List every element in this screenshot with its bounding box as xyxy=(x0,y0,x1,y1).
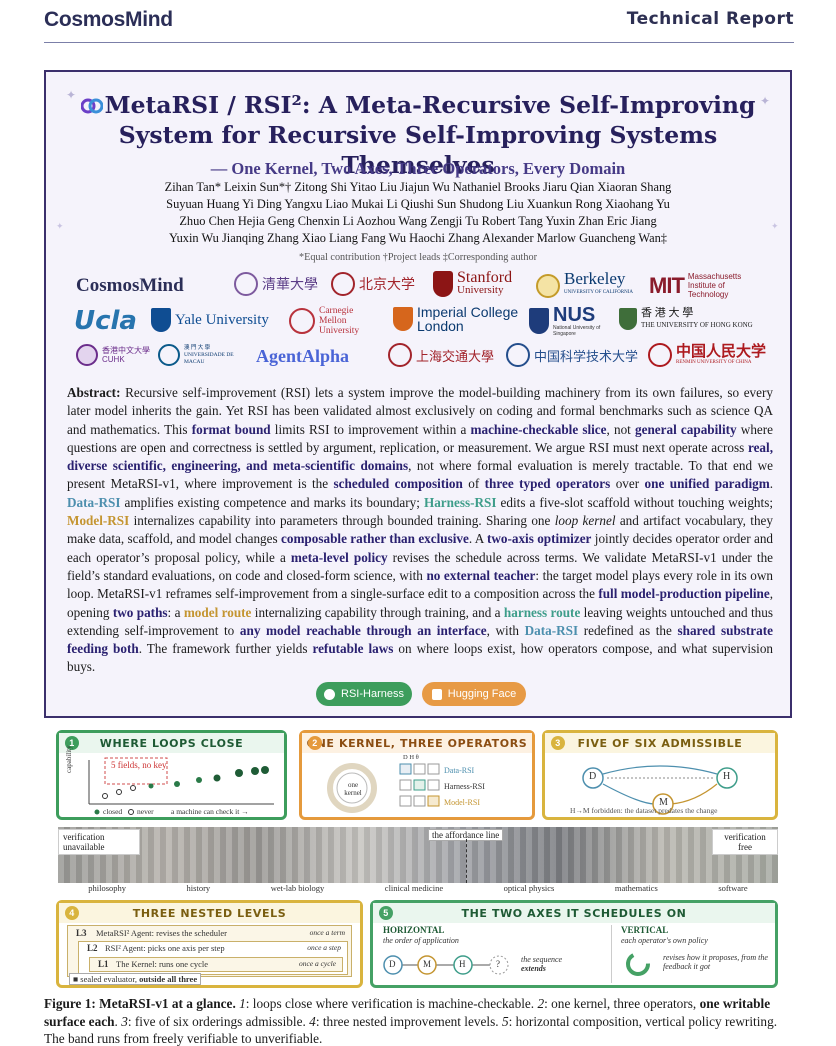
domain-label: clinical medicine xyxy=(384,883,444,893)
sparkle-icon: ✦ xyxy=(771,222,779,232)
github-icon xyxy=(324,688,336,700)
domain-photo-strip: verification unavailable the affordance … xyxy=(44,827,792,897)
author-notes: *Equal contribution †Project leads ‡Corr… xyxy=(299,252,537,263)
hugging-face-button[interactable]: Hugging Face xyxy=(422,682,526,706)
cosmosmind-logo: CosmosMind xyxy=(44,8,173,31)
author-line: Yuxin Wu Jianqing Zhang Xiao Liang Fang … xyxy=(169,231,667,245)
verification-unavailable-label: verification unavailable xyxy=(58,829,140,855)
vertical-sub: each operator's own policy xyxy=(621,936,708,945)
sparkle-icon: ✦ xyxy=(56,222,64,232)
verification-free-label: verification free xyxy=(712,829,778,855)
op-model-rsi: Model-RSI xyxy=(444,798,480,807)
domain-labels: philosophy history wet-lab biology clini… xyxy=(58,883,778,893)
metarsi-logo-icon xyxy=(80,92,104,114)
node-h: H xyxy=(723,771,731,782)
horizontal-label: HORIZONTAL xyxy=(383,925,445,935)
chain-node: H xyxy=(459,959,466,969)
ustc-logo: 中国科学技术大学 xyxy=(506,343,638,367)
closed-legend: closed xyxy=(103,807,123,816)
axes-divider xyxy=(611,925,612,983)
ucla-logo: Ucla xyxy=(74,306,137,336)
figure-caption: Figure 1: MetaRSI-v1 at a glance. 1: loo… xyxy=(44,996,778,1046)
level-l2: L2 RSI² Agent: picks one axis per step o… xyxy=(78,941,348,975)
sealed-evaluator-label: ■ sealed evaluator, outside all three xyxy=(69,973,202,985)
vertical-label: VERTICAL xyxy=(621,925,669,935)
level-l1: L1 The Kernel: runs one cycle once a cyc… xyxy=(89,957,343,972)
policy-note: revises how it proposes, from the feedba… xyxy=(663,953,768,971)
kernel-ring xyxy=(327,763,440,813)
chain-node: ? xyxy=(496,959,500,969)
rsi-harness-button[interactable]: RSI-Harness xyxy=(316,682,412,706)
forbidden-note: H→M forbidden: the dataset predates the … xyxy=(570,806,718,815)
domain-label: software xyxy=(718,883,748,893)
never-legend: never xyxy=(137,807,154,816)
ordering-graph xyxy=(582,765,738,815)
no-key-label: 5 fields, no key xyxy=(111,760,167,770)
chain-node: M xyxy=(423,959,432,969)
domain-label: optical physics xyxy=(503,883,555,893)
lock-icon: ■ xyxy=(73,974,79,984)
node-m: M xyxy=(659,797,668,808)
cmu-logo: Carnegie Mellon University xyxy=(289,306,371,336)
sparkle-icon: ✦ xyxy=(66,88,77,102)
paper-subtitle: — One Kernel, Two Axes, Three Operators,… xyxy=(210,159,626,178)
agentalpha-logo: AgentAlpha xyxy=(256,346,350,366)
sparkle-icon: ✦ xyxy=(760,94,771,108)
title-line-1: MetaRSI / RSI²: A Meta-Recursive Self-Im… xyxy=(46,90,790,120)
abstract: Abstract: Recursive self-improvement (RS… xyxy=(67,385,774,675)
domain-label: wet-lab biology xyxy=(270,883,325,893)
tsinghua-logo: 清華大學 xyxy=(234,272,318,296)
yale-logo: Yale University xyxy=(151,308,269,332)
domain-label: history xyxy=(186,883,211,893)
affordance-line xyxy=(466,839,467,883)
title-line-2: System for Recursive Self-Improving Syst… xyxy=(118,121,718,179)
chain-node: D xyxy=(389,959,396,969)
y-axis-label: capability xyxy=(65,745,73,773)
op-data-rsi: Data-RSI xyxy=(444,766,475,775)
author-line: Zihan Tan* Leixin Sun*† Zitong Shi Yitao… xyxy=(164,180,672,194)
domain-label: philosophy xyxy=(88,883,127,893)
sjtu-logo: 上海交通大學 xyxy=(388,343,494,367)
kernel-label: one kernel xyxy=(344,781,362,797)
op-harness-rsi: Harness-RSI xyxy=(444,782,485,791)
cosmosmind-logo: CosmosMind xyxy=(76,275,184,296)
title-card: ✦ ✦ ✦ ✦ MetaRSI / RSI²: A Meta-Recursive… xyxy=(44,70,792,718)
header-rule xyxy=(44,42,794,43)
level-l3: L3 MetaRSI² Agent: revises the scheduler… xyxy=(67,925,352,977)
author-line: Zhuo Chen Hejia Geng Chenxin Li Aozhou W… xyxy=(179,214,657,228)
surface-columns: D H θ xyxy=(403,754,419,761)
affordance-line-label: the affordance line xyxy=(428,829,504,841)
policy-cycle-icon xyxy=(626,952,650,976)
report-header: CosmosMind Technical Report xyxy=(44,6,794,43)
paper-title: MetaRSI / RSI²: A Meta-Recursive Self-Im… xyxy=(46,90,790,180)
x-axis-label: a machine can check it → xyxy=(171,807,249,816)
report-type-label: Technical Report xyxy=(626,9,794,29)
dataset-icon xyxy=(431,688,442,700)
author-line: Suyuan Huang Yi Ding Yangxu Liao Mukai L… xyxy=(166,197,670,211)
node-d: D xyxy=(589,771,597,782)
sequence-chain xyxy=(383,955,509,975)
loops-scatter xyxy=(88,757,274,815)
horizontal-sub: the order of application xyxy=(383,936,459,945)
domain-label: mathematics xyxy=(614,883,658,893)
pku-logo: 北京大学 xyxy=(331,272,415,296)
